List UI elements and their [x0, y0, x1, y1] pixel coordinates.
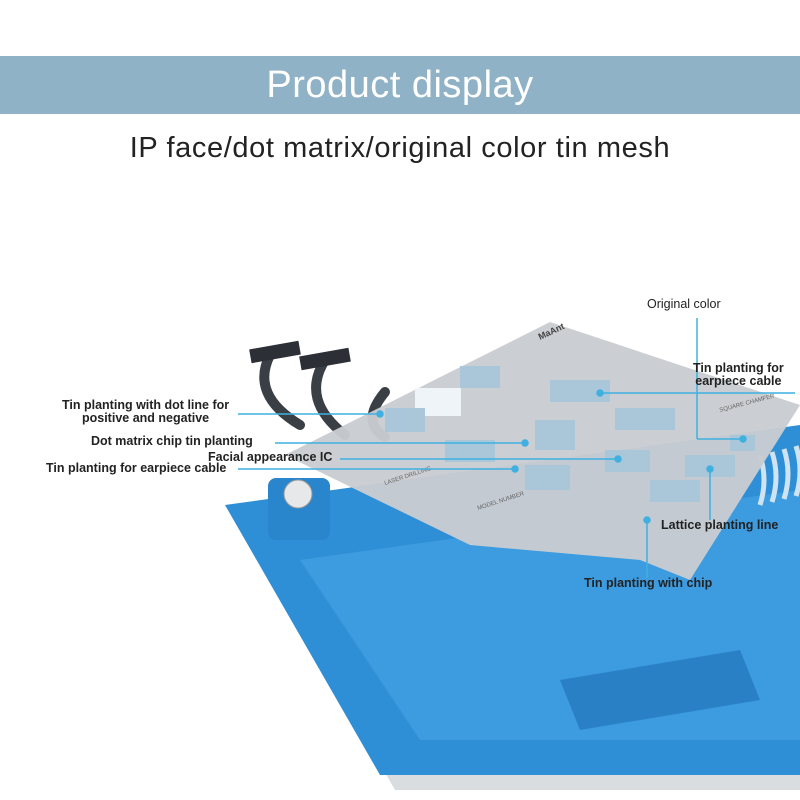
callout-lattice: Lattice planting line	[661, 518, 779, 532]
callout-dot-line: Tin planting with dot line for positive …	[62, 399, 229, 425]
callout-text: earpiece cable	[695, 374, 782, 388]
page-title: Product display	[266, 63, 534, 106]
callout-text: Tin planting with dot line for	[62, 398, 230, 412]
callout-lines	[238, 318, 795, 578]
fixture-post	[268, 478, 330, 540]
title-banner: Product display	[0, 56, 800, 114]
screw-icon	[283, 479, 313, 509]
callout-chip: Tin planting with chip	[584, 576, 713, 590]
subtitle: IP face/dot matrix/original color tin me…	[129, 132, 671, 164]
stencil-patterns	[385, 366, 755, 502]
callout-earpiece-right: Tin planting for earpiece cable	[693, 362, 784, 388]
callout-facial-ic: Facial appearance IC	[208, 450, 333, 464]
callout-text: Tin planting for	[693, 361, 784, 375]
fixture-slot	[560, 650, 760, 730]
callout-dot-matrix: Dot matrix chip tin planting	[91, 434, 253, 448]
callout-text: positive and negative	[81, 411, 210, 425]
callout-earpiece-left: Tin planting for earpiece cable	[46, 461, 227, 475]
tin-stencil	[285, 322, 800, 580]
callout-original-color: Original color	[647, 297, 721, 311]
